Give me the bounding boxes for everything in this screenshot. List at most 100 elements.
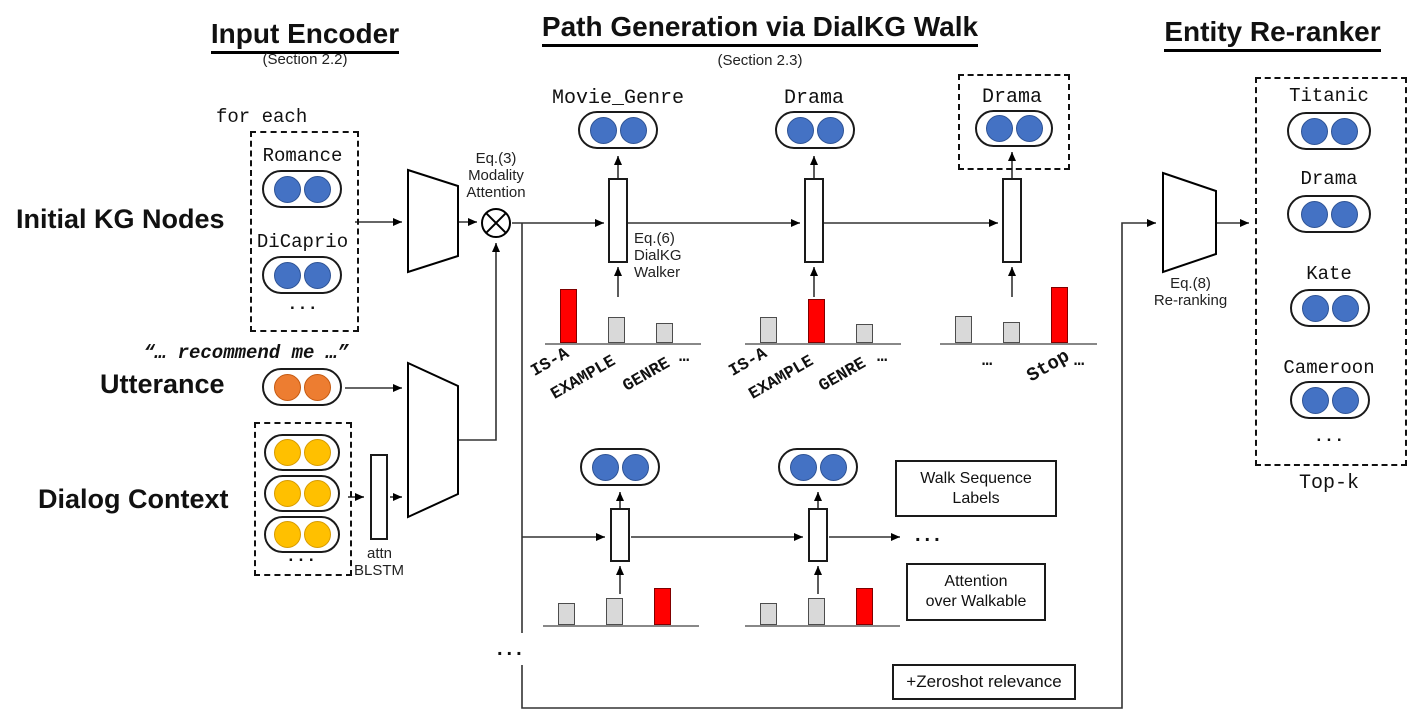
blstm-label: BLSTM <box>353 562 404 579</box>
embedding-dot <box>621 453 649 481</box>
section-title-path-generation: Path Generation via DialKG Walk <box>500 11 1020 47</box>
zeroshot-relevance-box: +Zeroshot relevance <box>892 664 1076 700</box>
section-subtitle-path-generation: (Section 2.3) <box>717 52 803 69</box>
dialog-ellipsis: ... <box>285 548 317 567</box>
walk-step1-node-embedding <box>578 111 658 149</box>
attn-label: attn <box>366 545 393 562</box>
relation-ellipsis: … <box>1074 352 1085 371</box>
section-title-input-encoder: Input Encoder <box>170 18 440 54</box>
attn-blstm-cell <box>370 454 388 540</box>
dialog-turn-embedding <box>264 516 340 553</box>
relation-ellipsis: … <box>679 348 690 367</box>
utterance-quote: “… recommend me …” <box>143 342 349 364</box>
attention-bar <box>760 603 777 625</box>
topk-label: Top-k <box>1298 472 1359 495</box>
walker-cell-row2-2 <box>808 508 828 562</box>
attention-bar <box>760 317 777 343</box>
walk-step1-node-label: Movie_Genre <box>551 87 685 110</box>
embedding-dot <box>303 175 331 203</box>
relation-ellipsis: … <box>982 352 993 371</box>
entity-embedding-cameroon <box>1290 381 1370 419</box>
kg-node-embedding-romance <box>262 170 342 208</box>
embedding-dot <box>985 115 1013 142</box>
final-node-dashed-box <box>958 74 1070 170</box>
attention-bar <box>608 317 625 343</box>
embedding-dot <box>1330 200 1358 228</box>
topk-dashed-box <box>1255 77 1407 466</box>
entity-label-drama: Drama <box>1300 168 1358 190</box>
walker-cell-step1 <box>608 178 628 263</box>
dialog-turn-embedding <box>264 434 340 471</box>
embedding-dot <box>303 261 331 289</box>
relation-attention-bars-step1 <box>545 287 701 345</box>
embedding-dot <box>1331 294 1359 322</box>
reranker-trapezoid <box>1162 171 1217 274</box>
highlighted-bar <box>654 588 671 625</box>
entities-ellipsis: ... <box>1313 428 1345 447</box>
kg-nodes-ellipsis: ... <box>287 296 318 315</box>
embedding-dot <box>273 373 301 401</box>
relation-attention-bars-step2 <box>745 287 901 345</box>
section-subtitle-input-encoder: (Section 2.2) <box>262 51 348 68</box>
initial-kg-nodes-label: Initial KG Nodes <box>16 204 225 234</box>
embedding-dot <box>589 116 617 144</box>
section-title-entity-reranker: Entity Re-ranker <box>1140 16 1405 52</box>
embedding-dot <box>786 116 814 144</box>
embedding-dot <box>273 480 301 507</box>
walk-step3-node-label: Drama <box>981 86 1042 109</box>
walk-step3-node-embedding <box>975 110 1053 147</box>
highlighted-bar <box>856 588 873 625</box>
embedding-dot <box>1301 294 1329 322</box>
dialog-context-dashed-box <box>254 422 352 576</box>
bottom-left-ellipsis: ... <box>497 638 526 660</box>
kg-encoder-trapezoid <box>407 168 459 274</box>
initial-kg-dashed-box <box>250 131 359 332</box>
relation-ellipsis: … <box>877 348 888 367</box>
embedding-dot <box>303 439 331 466</box>
walker-cell-step3 <box>1002 178 1022 263</box>
attention-bar <box>1003 322 1020 343</box>
embedding-dot <box>816 116 844 144</box>
attention-bar <box>558 603 575 625</box>
embedding-dot <box>1300 117 1328 145</box>
embedding-dot <box>819 453 847 481</box>
attention-bar <box>955 316 972 343</box>
embedding-dot <box>273 261 301 289</box>
kg-node-label-romance: Romance <box>262 145 343 167</box>
entity-embedding-drama <box>1287 195 1371 233</box>
relation-label: IS-A <box>528 344 573 382</box>
embedding-dot <box>591 453 619 481</box>
embedding-dot <box>1015 115 1043 142</box>
relation-label: GENRE <box>620 354 674 397</box>
dialkg-walker-label: Eq.(6) DialKG Walker <box>634 230 682 281</box>
kg-node-embedding-dicaprio <box>262 256 342 294</box>
attention-bar <box>856 324 873 343</box>
embedding-dot <box>1301 386 1329 414</box>
stop-label: Stop <box>1023 345 1074 388</box>
walk-step2-node-label: Drama <box>783 87 844 110</box>
walk-sequence-labels-box: Walk Sequence Labels <box>895 460 1057 517</box>
utterance-label: Utterance <box>100 369 225 399</box>
relation-attention-bars-step3 <box>940 287 1097 345</box>
utterance-embedding <box>262 368 342 406</box>
embedding-dot <box>273 439 301 466</box>
embedding-dot <box>303 373 331 401</box>
entity-label-kate: Kate <box>1306 263 1352 285</box>
attention-bar <box>656 323 673 343</box>
embedding-dot <box>303 480 331 507</box>
highlighted-bar <box>1051 287 1068 343</box>
highlighted-bar <box>808 299 825 343</box>
walker-cell-step2 <box>804 178 824 263</box>
walk-step2-node-embedding <box>775 111 855 149</box>
attention-over-walkable-box: Attention over Walkable <box>906 563 1046 621</box>
walk-label-embedding-2 <box>778 448 858 486</box>
attention-bar <box>808 598 825 625</box>
entity-label-titanic: Titanic <box>1289 85 1369 107</box>
embedding-dot <box>619 116 647 144</box>
embedding-dot <box>273 521 301 548</box>
walk-label-embedding-1 <box>580 448 660 486</box>
walker-cell-row2-1 <box>610 508 630 562</box>
relation-label: GENRE <box>816 354 870 397</box>
